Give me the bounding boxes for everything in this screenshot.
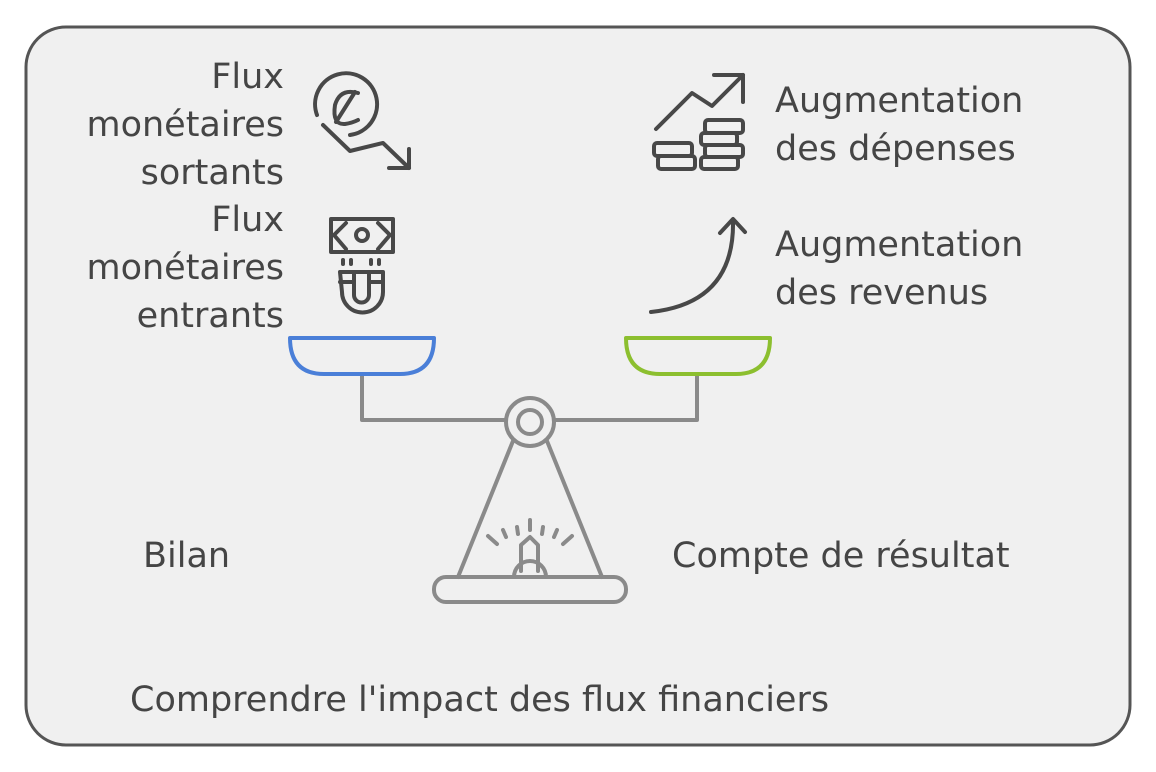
frame bbox=[24, 25, 1132, 747]
right-pan bbox=[624, 336, 772, 376]
label-line: monétaires bbox=[86, 248, 284, 288]
diagram-title: Comprendre l'impact des flux financiers bbox=[130, 680, 829, 720]
chart-coins-icon bbox=[652, 73, 745, 171]
curved-up-arrow-icon bbox=[649, 217, 747, 314]
money-magnet-icon bbox=[329, 217, 395, 315]
revenue-increase-label: Augmentation des revenus bbox=[775, 225, 1023, 313]
label-line: Augmentation bbox=[775, 81, 1023, 121]
label-line: Flux bbox=[211, 57, 284, 97]
balance-sheet-label: Bilan bbox=[143, 536, 230, 576]
label-line: Flux bbox=[211, 200, 284, 240]
incoming-flows-label: Flux monétaires entrants bbox=[86, 200, 284, 336]
outgoing-flows-label: Flux monétaires sortants bbox=[86, 57, 284, 193]
euro-down-arrow-icon bbox=[313, 71, 411, 170]
label-line: des revenus bbox=[775, 273, 988, 313]
balance-scale bbox=[288, 336, 772, 604]
label-line: entrants bbox=[137, 296, 284, 336]
expenses-increase-label: Augmentation des dépenses bbox=[775, 81, 1023, 169]
label-line: des dépenses bbox=[775, 129, 1016, 169]
label-line: sortants bbox=[141, 153, 284, 193]
label-line: monétaires bbox=[86, 105, 284, 145]
income-statement-label: Compte de résultat bbox=[672, 536, 1010, 576]
left-pan bbox=[288, 336, 436, 376]
label-line: Augmentation bbox=[775, 225, 1023, 265]
